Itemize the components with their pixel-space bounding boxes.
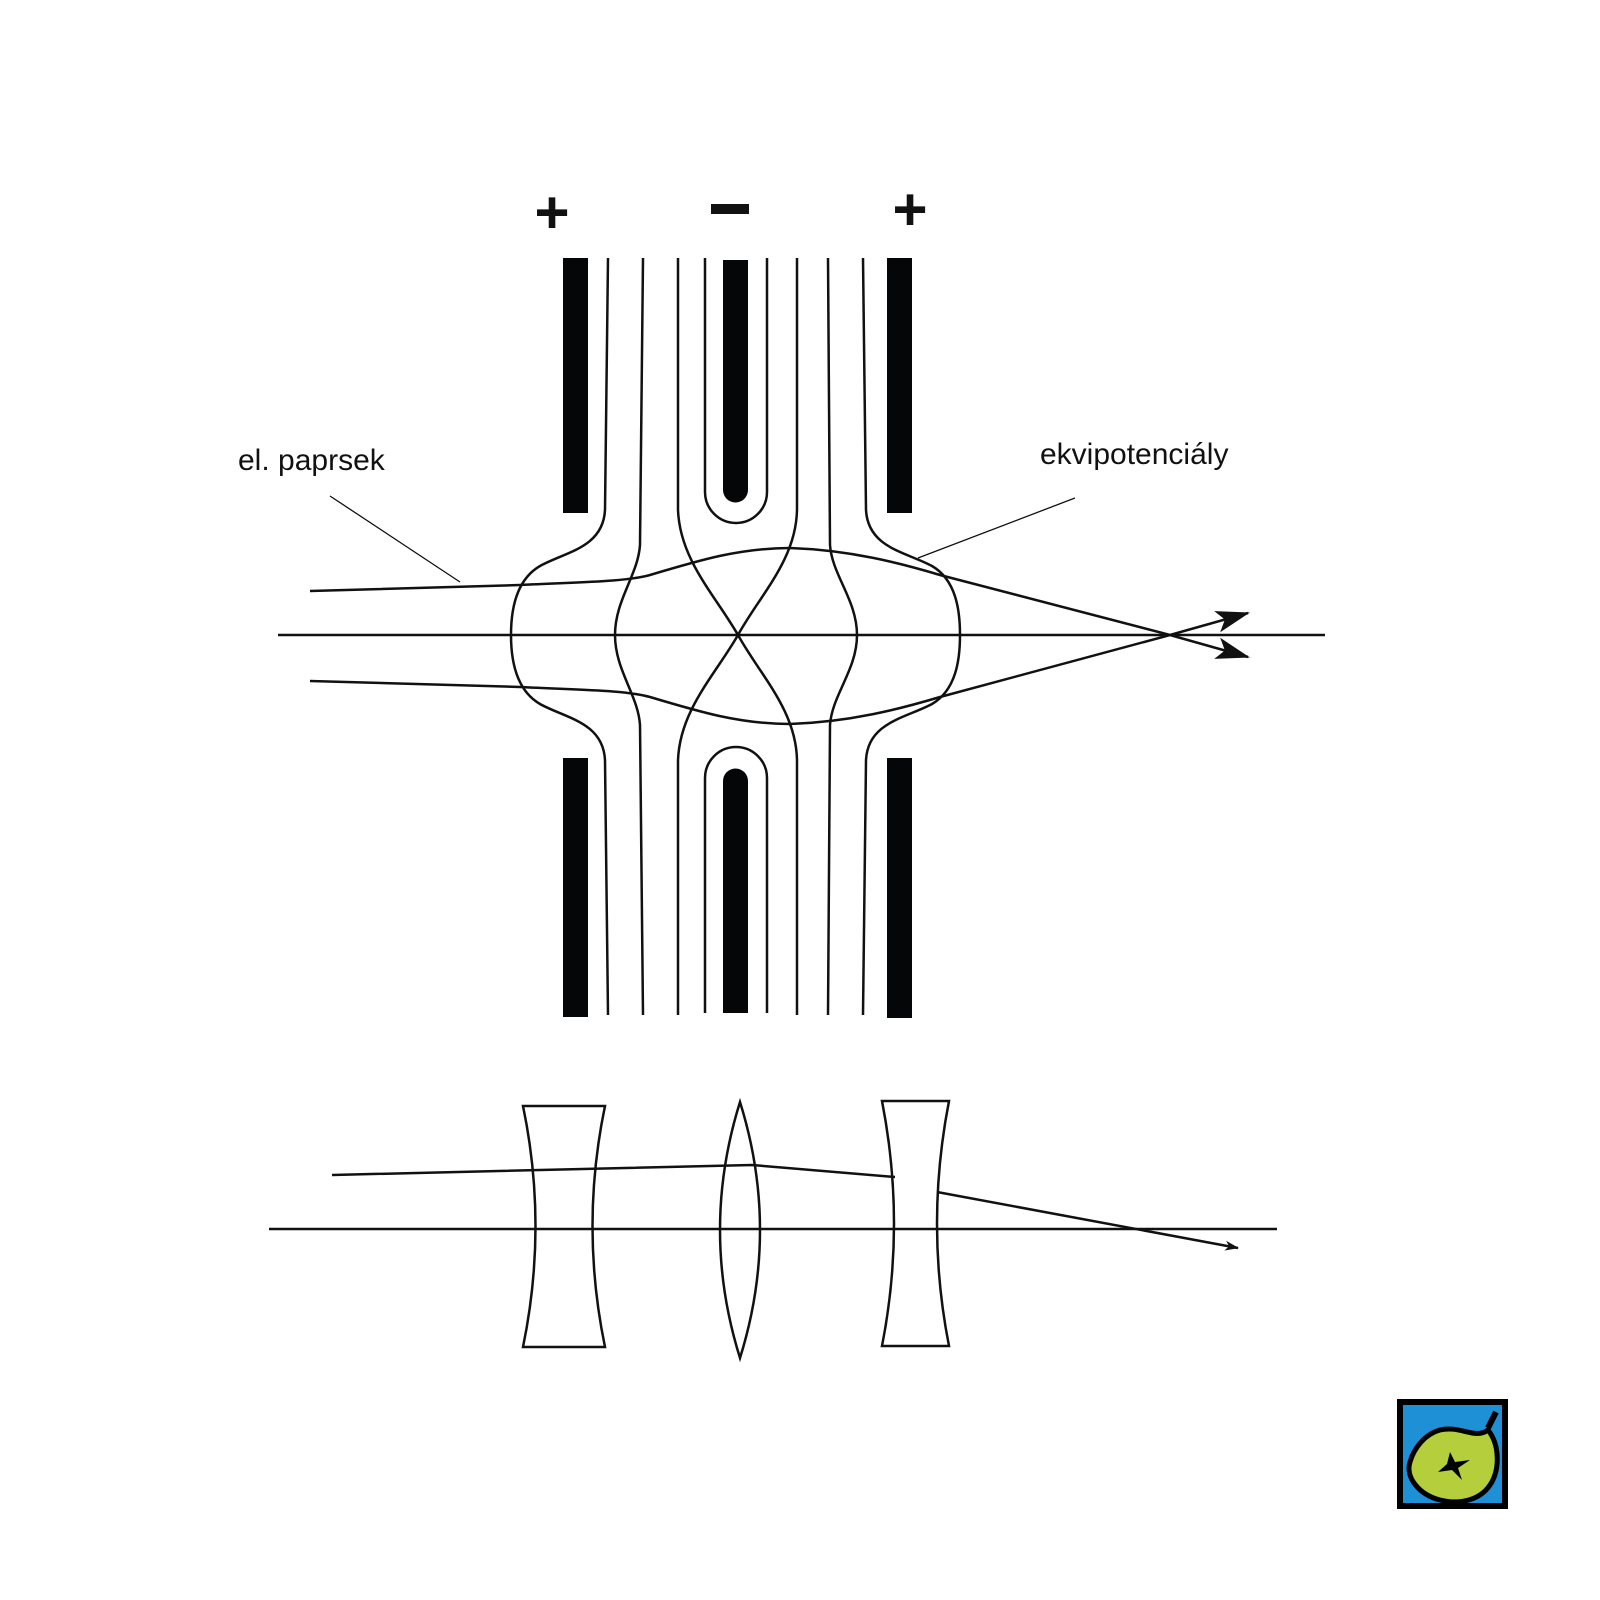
electrode-middle-top — [723, 260, 748, 503]
positive-sign-right: + — [892, 176, 927, 243]
equipotential-line — [703, 745, 769, 1013]
positive-sign-left: + — [534, 179, 569, 246]
concave-lens-left — [521, 1104, 607, 1349]
electrode-right-top — [887, 258, 912, 513]
convex-lens-middle — [718, 1097, 762, 1363]
equipotential-leader-line — [917, 497, 1076, 559]
light-ray — [331, 1163, 896, 1179]
beam-leader-line — [329, 495, 461, 583]
apple-logo-icon — [1397, 1399, 1508, 1509]
electron-beam-upper — [309, 546, 1250, 659]
concave-lens-right — [880, 1099, 951, 1348]
beam-label: el. paprsek — [238, 444, 386, 477]
equipotentials-label: ekvipotenciály — [1040, 438, 1228, 471]
electrode-left-top — [563, 258, 588, 513]
optical-analogue — [269, 1097, 1277, 1363]
electrode-left-bottom — [563, 758, 588, 1017]
equipotential-line — [826, 257, 859, 1016]
equipotential-line — [613, 257, 645, 1016]
equipotential-line — [703, 258, 769, 525]
light-ray-exit — [936, 1190, 1239, 1251]
electron-beam-lower — [309, 611, 1250, 726]
negative-sign-middle — [711, 204, 749, 214]
equipotential-line — [509, 257, 610, 1016]
electrode-right-bottom — [887, 758, 912, 1018]
electrode-middle-bottom — [723, 768, 748, 1013]
